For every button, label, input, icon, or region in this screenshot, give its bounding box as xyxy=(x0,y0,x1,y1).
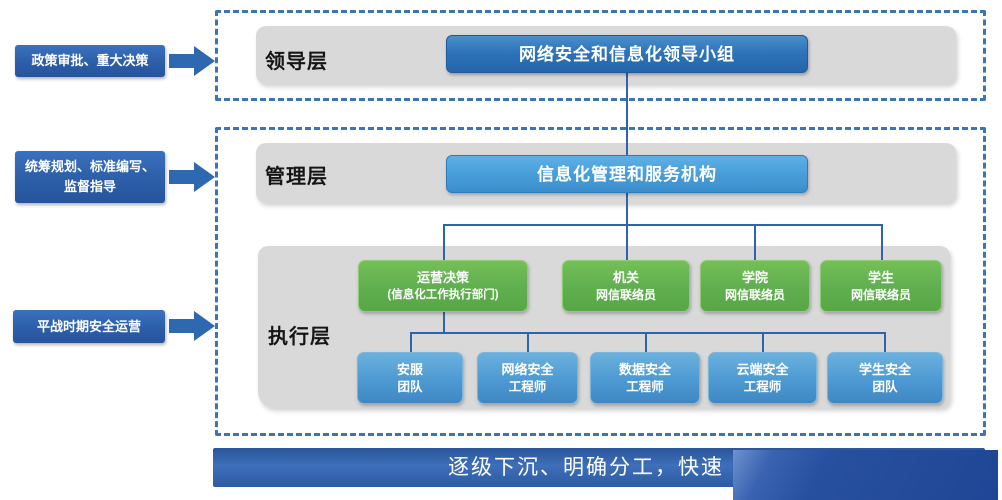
team-box-security-service: 安服 团队 xyxy=(357,352,463,404)
side-label-operations: 平战时期安全运营 xyxy=(13,310,165,343)
box-line1: 安服 xyxy=(396,362,423,377)
box-line2: 团队 xyxy=(397,380,423,394)
connector-line xyxy=(527,332,529,352)
connector-line xyxy=(762,332,764,352)
box-line1: 学生安全 xyxy=(858,362,911,377)
team-box-student-security: 学生安全 团队 xyxy=(827,352,943,404)
green-box-student-liaison: 学生 网信联络员 xyxy=(820,260,942,312)
side-label-text: 政策审批、重大决策 xyxy=(31,53,149,68)
box-line2: 工程师 xyxy=(626,380,664,394)
team-box-cloud-security: 云端安全 工程师 xyxy=(708,352,817,404)
side-label-text: 监督指导 xyxy=(63,179,116,194)
connector-line xyxy=(881,224,883,260)
side-label-text: 统筹规划、标准编写、 xyxy=(24,159,155,174)
box-line2: 网信联络员 xyxy=(850,288,911,302)
box-line2: (信息化工作执行部门) xyxy=(387,289,499,301)
box-line2: 工程师 xyxy=(743,380,782,394)
box-line2: 网信联络员 xyxy=(724,288,785,302)
leadership-group-box: 网络安全和信息化领导小组 xyxy=(446,35,808,73)
leadership-layer-label: 领导层 xyxy=(265,51,328,73)
connector-line xyxy=(626,224,628,260)
execution-layer-label: 执行层 xyxy=(268,326,331,348)
box-line2: 网信联络员 xyxy=(595,288,656,302)
connector-line xyxy=(443,224,883,226)
management-org-box: 信息化管理和服务机构 xyxy=(446,155,808,193)
green-box-operations-decision: 运营决策 (信息化工作执行部门) xyxy=(358,260,528,312)
side-label-text: 平战时期安全运营 xyxy=(36,318,141,334)
management-execution-dashed-frame xyxy=(215,127,986,436)
team-box-network-security: 网络安全 工程师 xyxy=(477,352,578,404)
box-line2: 工程师 xyxy=(508,380,547,394)
arrow-right-icon xyxy=(169,162,215,192)
box-line1: 学院 xyxy=(741,270,768,285)
green-box-office-liaison: 机关 网信联络员 xyxy=(562,260,690,312)
arrow-right-icon xyxy=(169,311,215,341)
connector-line xyxy=(754,224,756,260)
box-line1: 数据安全 xyxy=(618,362,671,377)
overlay-rectangle xyxy=(733,450,998,500)
connector-line xyxy=(626,193,628,225)
connector-line xyxy=(410,332,412,352)
connector-line xyxy=(884,332,886,352)
box-line1: 学生 xyxy=(867,270,894,285)
side-label-policy: 政策审批、重大决策 xyxy=(15,45,165,77)
box-line2: 团队 xyxy=(872,380,898,394)
connector-line xyxy=(410,332,886,334)
arrow-right-icon xyxy=(169,46,215,76)
connector-line xyxy=(645,332,647,352)
green-box-college-liaison: 学院 网信联络员 xyxy=(700,260,810,312)
box-line1: 运营决策 xyxy=(416,270,469,285)
connector-line xyxy=(443,224,445,260)
box-line1: 云端安全 xyxy=(736,362,789,377)
connector-line xyxy=(626,73,628,155)
team-box-data-security: 数据安全 工程师 xyxy=(590,352,700,404)
management-layer-label: 管理层 xyxy=(265,166,328,188)
box-line1: 机关 xyxy=(612,270,639,285)
side-label-planning: 统筹规划、标准编写、 监督指导 xyxy=(15,151,165,203)
leadership-dashed-frame xyxy=(215,10,986,101)
connector-line xyxy=(443,312,445,333)
box-line1: 网络安全 xyxy=(501,362,554,377)
